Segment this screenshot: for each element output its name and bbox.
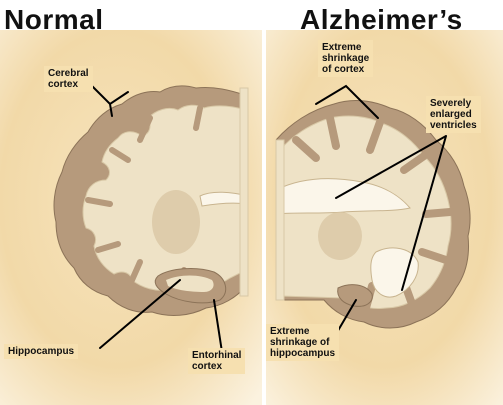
label-extreme-shrinkage-cortex: Extreme shrinkage of cortex [318,40,373,77]
label-cerebral-cortex: Cerebral cortex [44,66,93,92]
label-severely-enlarged-ventricles: Severely enlarged ventricles [426,96,481,133]
label-hippocampus: Hippocampus [4,344,78,359]
normal-midline-cut [240,88,248,296]
alzheimers-title: Alzheimer’s [300,4,463,36]
alzheimers-basal-ganglia [318,212,362,260]
normal-basal-ganglia [152,190,200,254]
label-extreme-shrinkage-hippocampus: Extreme shrinkage of hippocampus [266,324,339,361]
label-entorhinal-cortex: Entorhinal cortex [188,348,245,374]
alzheimers-midline [276,140,284,300]
normal-title: Normal [4,4,103,36]
